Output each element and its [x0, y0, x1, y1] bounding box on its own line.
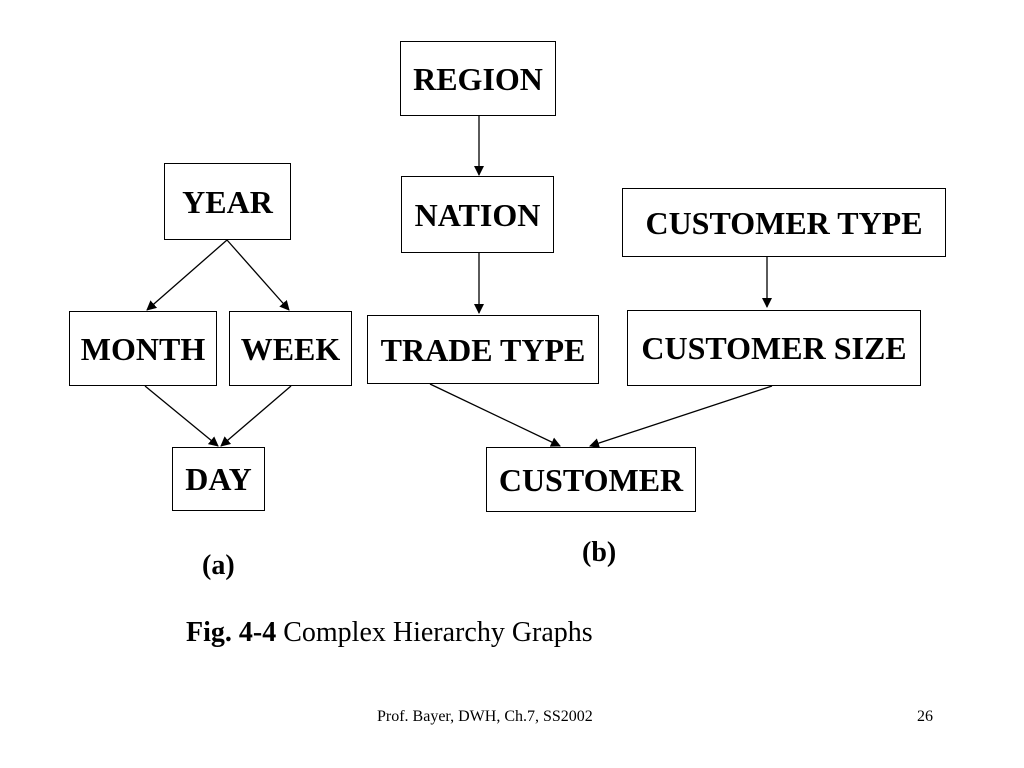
- node-week: WEEK: [229, 311, 352, 386]
- figure-caption: Fig. 4-4 Complex Hierarchy Graphs: [186, 617, 593, 649]
- edge-customersize-customer: [589, 385, 773, 448]
- diagram-a-label: (a): [202, 550, 235, 581]
- edge-week-day: [220, 385, 292, 447]
- node-year: YEAR: [164, 163, 291, 240]
- node-customer: CUSTOMER: [486, 447, 696, 512]
- figure-title: Complex Hierarchy Graphs: [276, 617, 593, 648]
- node-customer-size: CUSTOMER SIZE: [627, 310, 921, 386]
- edge-tradetype-customer: [429, 383, 561, 447]
- node-month: MONTH: [69, 311, 217, 386]
- footer-credit: Prof. Bayer, DWH, Ch.7, SS2002: [377, 708, 593, 725]
- node-trade-type: TRADE TYPE: [367, 315, 599, 384]
- node-nation: NATION: [401, 176, 554, 253]
- edge-month-day: [144, 385, 219, 447]
- diagram-b-label: (b): [582, 537, 617, 568]
- node-day: DAY: [172, 447, 265, 511]
- page-number: 26: [917, 708, 933, 725]
- node-customer-type: CUSTOMER TYPE: [622, 188, 946, 257]
- node-region: REGION: [400, 41, 556, 116]
- figure-number: Fig. 4-4: [186, 617, 277, 648]
- edge-year-week: [226, 239, 290, 311]
- edge-year-month: [146, 239, 228, 311]
